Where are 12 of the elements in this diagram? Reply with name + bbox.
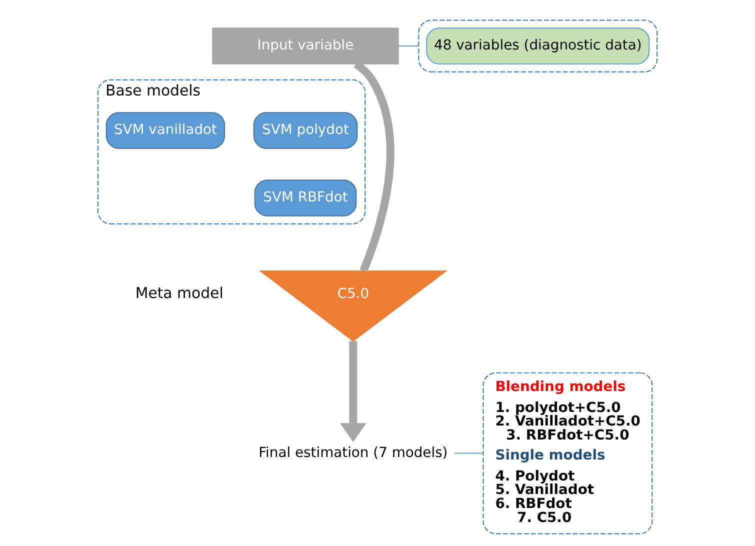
node-box: SVM RBFdot [254,180,357,216]
node-text: Final estimation (7 models) [258,444,448,461]
node-label: Meta model [135,284,224,302]
node-box: SVM polydot [253,112,358,149]
connector [454,452,484,454]
node-box: Blending models 1. polydot+C5.0 2. Vanilladot+C5.0 3. RBFdot+C5.0 Single models 4. Polydot 5. Vanilladot 6. RBFdot 7. C5.0 [482,372,653,534]
arrow [340,341,366,442]
connector [398,46,420,47]
node-box: SVM vanilladot [106,112,226,149]
node-box: Input variable [212,28,399,64]
cluster [418,20,658,72]
node-box: 48 variables (diagnostic data) [426,28,650,64]
